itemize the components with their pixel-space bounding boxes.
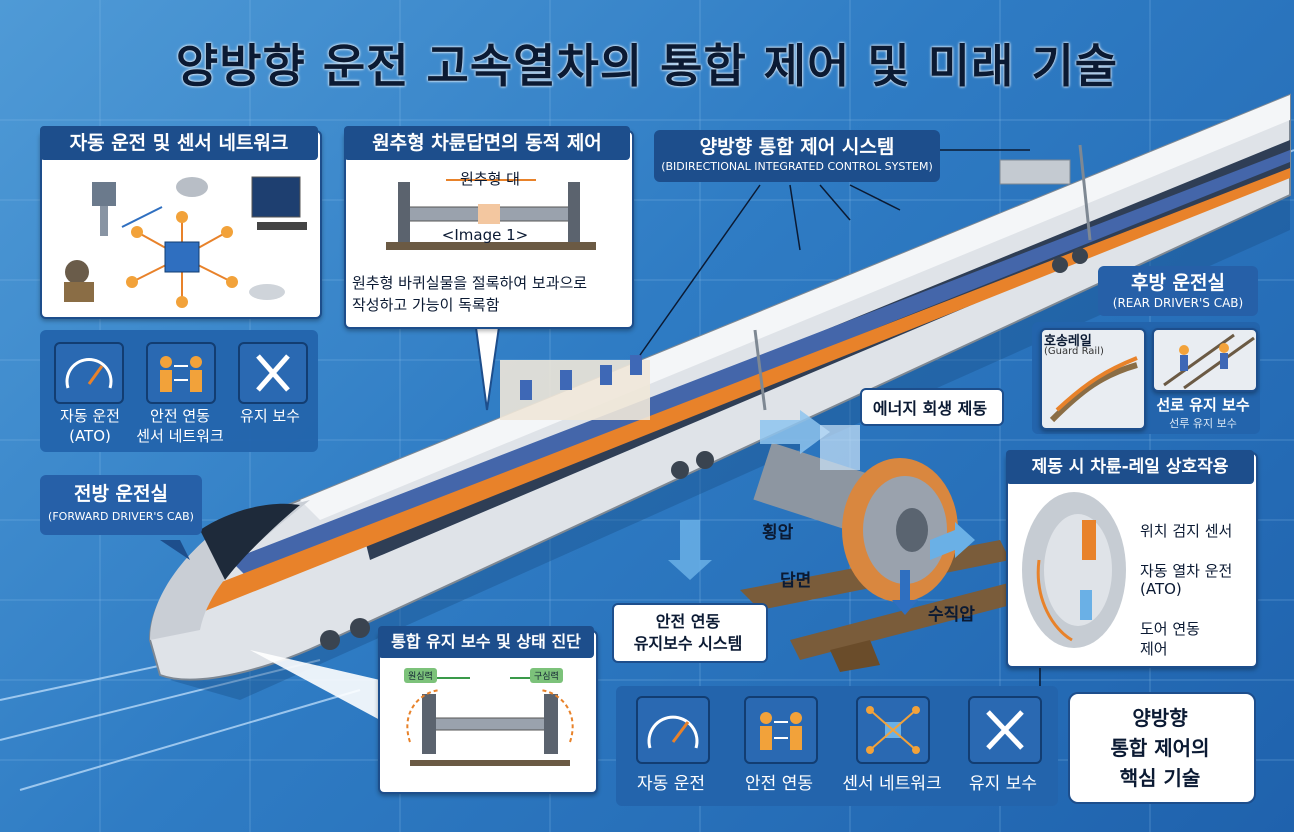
forward-cab-subtitle: (FORWARD DRIVER'S CAB): [48, 510, 194, 523]
auto-driving-sensor-title: 자동 운전 및 센서 네트워크: [40, 126, 318, 160]
guard-rail-panel: [1040, 328, 1146, 430]
bidirectional-system-box: [654, 130, 940, 182]
track-maintenance-panel: [1152, 328, 1258, 392]
bottom-icon-caption-0: 자동 운전: [637, 774, 705, 794]
bottom-icon-caption-3: 유지 보수: [969, 774, 1037, 794]
bidirectional-system-title: 양방향 통합 제어 시스템: [699, 136, 895, 158]
sensor-network-diagram: [64, 176, 307, 308]
rear-cab-subtitle: (REAR DRIVER'S CAB): [1112, 296, 1244, 310]
maintenance-diagnosis-title: 통합 유지 보수 및 상태 진단: [378, 626, 594, 658]
guard-rail-illustration: [1049, 356, 1138, 423]
wheel-rail-item-4: 제어: [1140, 640, 1168, 658]
wheel-rail-interaction-title: 제동 시 차륜-레일 상호작용: [1006, 450, 1254, 484]
left-icon-caption-0-line1: 자동 운전: [60, 407, 120, 425]
left-icon-caption-2-line1: 유지 보수: [240, 407, 300, 425]
left-icon-caption-1-line2: 센서 네트워크: [136, 427, 224, 445]
bottom-people-link-tile: [744, 696, 818, 764]
core-tech-line2: 통합 제어의: [1110, 736, 1210, 760]
left-icon-caption-0-line2: (ATO): [69, 427, 111, 445]
core-tech-line3: 핵심 기술: [1119, 766, 1201, 790]
wheel-rail-item-3: 도어 연동: [1140, 620, 1200, 638]
track-workers-illustration: [1163, 333, 1255, 390]
conical-wheel-caption-1: 원추형 바퀴실물을 절록하여 보과으로: [352, 274, 588, 292]
centrifugal-tag: 원심력: [404, 668, 437, 683]
safety-link-box: [612, 603, 768, 663]
page-title: 양방향 운전 고속열차의 통합 제어 및 미래 기술: [175, 39, 1119, 93]
safety-link-line2: 유지보수 시스템: [633, 634, 743, 653]
sensor-network-icon: [866, 706, 920, 754]
track-maintenance-sublabel: 선루 유지 보수: [1169, 417, 1237, 430]
core-tech-line1: 양방향: [1132, 706, 1188, 730]
regen-braking-label: 에너지 회생 제동: [872, 399, 988, 418]
wrench-icon: [256, 354, 290, 392]
people-link-icon: [760, 712, 802, 750]
brake-interaction-diagram: [1022, 492, 1126, 648]
left-wrench-tile: [238, 342, 308, 404]
wheel-rail-item-0: 위치 검지 센서: [1140, 522, 1233, 540]
regen-braking-label-box: [860, 388, 1004, 426]
bottom-speedometer-tile: [636, 696, 710, 764]
conical-wheel-panel: [344, 130, 634, 329]
wheel-rail-interaction-panel: [1006, 452, 1258, 668]
wheel-rail-item-2: (ATO): [1140, 580, 1182, 598]
wheelset-diagram: [386, 179, 596, 250]
centripetal-tag: 구심력: [530, 668, 563, 683]
conical-wheel-subtitle: 원추형 대: [460, 170, 520, 188]
forward-cab-box: [40, 475, 202, 535]
bottom-icon-caption-1: 안전 연동: [745, 774, 813, 794]
tread-label: 답면: [780, 571, 812, 591]
left-icon-caption-1-line1: 안전 연동: [150, 407, 210, 425]
conical-wheel-image-placeholder: <Image 1>: [441, 226, 529, 244]
lateral-force-label: 횡압: [762, 523, 794, 543]
wrench-icon: [986, 710, 1024, 750]
auto-driving-sensor-panel: [40, 130, 322, 319]
bottom-sensor-network-tile: [856, 696, 930, 764]
safety-link-line1: 안전 연동: [655, 612, 721, 631]
forward-cab-title: 전방 운전실: [73, 483, 168, 505]
vertical-force-label: 수직압: [928, 605, 975, 625]
left-icon-caption-0: 자동 운전 (ATO): [40, 406, 140, 446]
left-icon-caption-2: 유지 보수: [225, 406, 315, 426]
rear-cab-title: 후방 운전실: [1130, 272, 1225, 294]
guard-rail-label: 호송레일: [1044, 334, 1092, 349]
left-icon-caption-1: 안전 연동 센서 네트워크: [125, 406, 235, 446]
rear-cab-box: [1098, 266, 1258, 316]
core-tech-box: [1068, 692, 1256, 804]
wheel-rail-item-1: 자동 열차 운전: [1140, 562, 1233, 580]
guard-rail-sublabel: (Guard Rail): [1044, 346, 1104, 357]
bottom-wrench-tile: [968, 696, 1042, 764]
left-people-link-tile: [146, 342, 216, 404]
left-speedometer-tile: [54, 342, 124, 404]
bidirectional-system-subtitle: (BIDIRECTIONAL INTEGRATED CONTROL SYSTEM…: [661, 160, 933, 173]
track-maintenance-label: 선로 유지 보수: [1156, 396, 1250, 414]
bottom-icon-caption-2: 센서 네트워크: [842, 774, 942, 794]
conical-wheel-caption-2: 작성하고 가능이 독록함: [352, 296, 500, 314]
people-link-icon: [160, 356, 202, 392]
speedometer-icon: [65, 357, 113, 389]
speedometer-icon: [647, 715, 699, 749]
conical-wheel-title: 원추형 차륜답면의 동적 제어: [344, 126, 630, 160]
